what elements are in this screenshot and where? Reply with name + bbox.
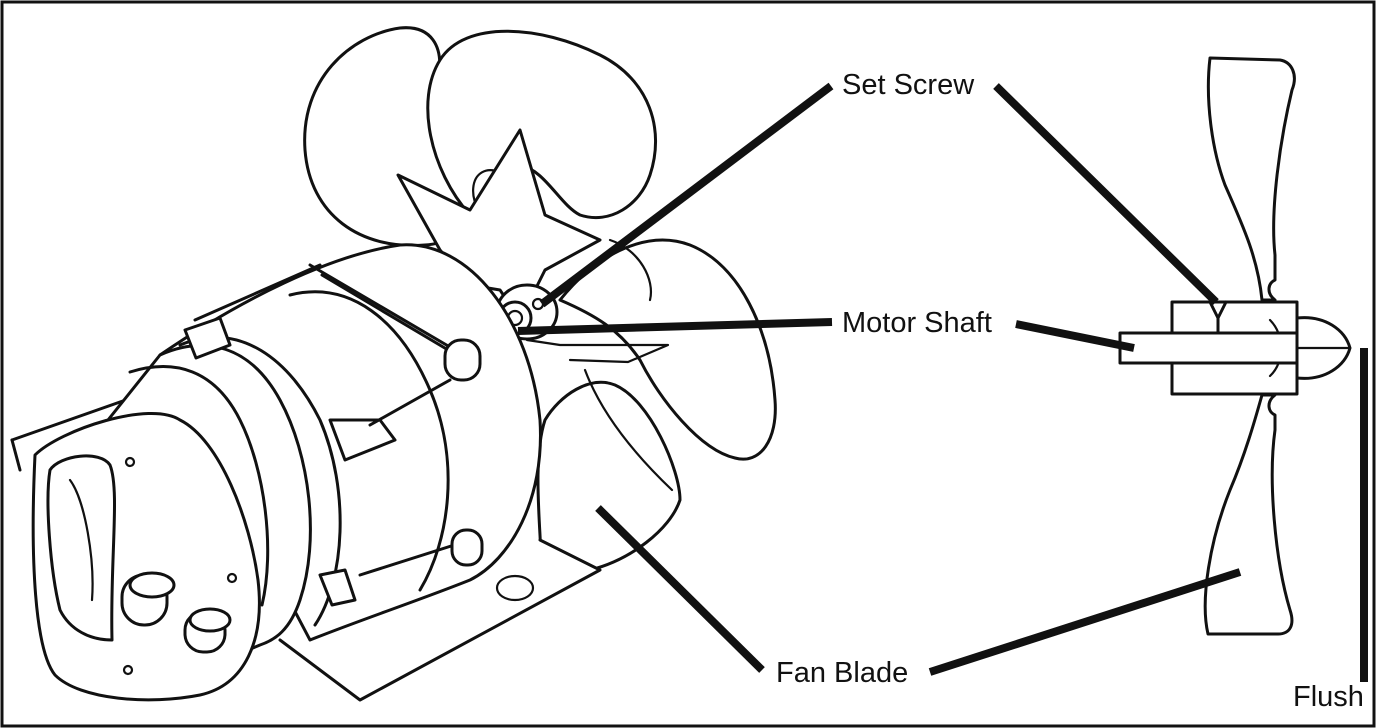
label-fan-blade: Fan Blade — [776, 657, 908, 689]
label-flush: Flush — [1293, 681, 1364, 713]
leader-motor-shaft-right — [1015, 320, 1135, 352]
leader-fan-blade-right — [928, 568, 1242, 676]
fan-blades — [303, 26, 777, 573]
leader-motor-shaft-left — [517, 318, 833, 335]
leader-set-screw-right — [993, 83, 1219, 305]
cross-section-view — [1118, 56, 1352, 636]
section-blade-lower — [1203, 393, 1294, 636]
label-set-screw: Set Screw — [842, 69, 975, 101]
leader-set-screw-left — [539, 82, 834, 308]
section-motor-shaft — [1118, 331, 1299, 365]
motor-body — [10, 243, 602, 702]
leader-lines — [517, 82, 1368, 682]
leader-fan-blade-left — [595, 505, 765, 673]
label-motor-shaft: Motor Shaft — [842, 307, 992, 339]
section-blade-upper — [1206, 56, 1296, 302]
fan-motor-illustration — [10, 26, 777, 702]
